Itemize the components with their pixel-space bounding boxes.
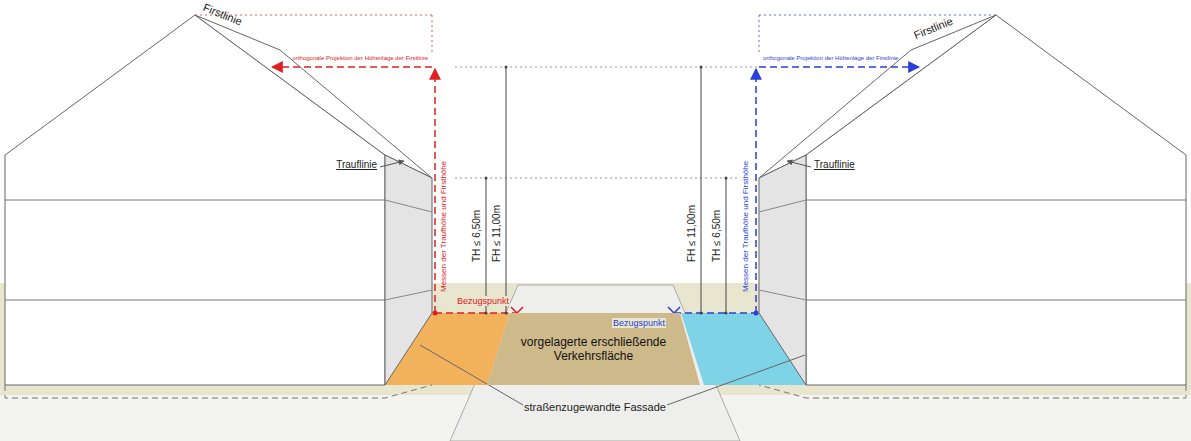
measure-note: Messen der Traufhöhe und Firsthöhe [439, 161, 448, 292]
ridge-height-dimension: FH ≤ 11,00m [491, 205, 503, 262]
area-label: vorgelagerte erschließende Verkehrsfläch… [507, 335, 680, 364]
eave-label: Trauflinie [336, 159, 377, 171]
reference-point-label: Bezugspunkt [456, 296, 510, 306]
ridge-label: Firstlinie [912, 15, 955, 42]
eave-label: Trauflinie [814, 159, 855, 171]
reference-point-label: Bezugspunkt [612, 318, 666, 328]
traffic-area: vorgelagerte erschließende Verkehrsfläch… [487, 313, 700, 385]
eave-height-dimension: TH ≤ 6,50m [471, 210, 483, 262]
projection-note: orthogonale Projektion der Höhenlage der… [763, 55, 898, 62]
eave-height-dimension: TH ≤ 6,50m [711, 210, 723, 262]
projection-note: orthogonale Projektion der Höhenlage der… [293, 55, 428, 62]
trapezoid-fill [487, 313, 700, 385]
ridge-label: Firstlinie [201, 1, 244, 28]
ridge-height-dimension: FH ≤ 11,00m [686, 205, 698, 262]
measure-note: Messen der Traufhöhe und Firsthöhe [741, 161, 750, 292]
facade-label: straßenzugewandte Fassade [524, 401, 666, 414]
